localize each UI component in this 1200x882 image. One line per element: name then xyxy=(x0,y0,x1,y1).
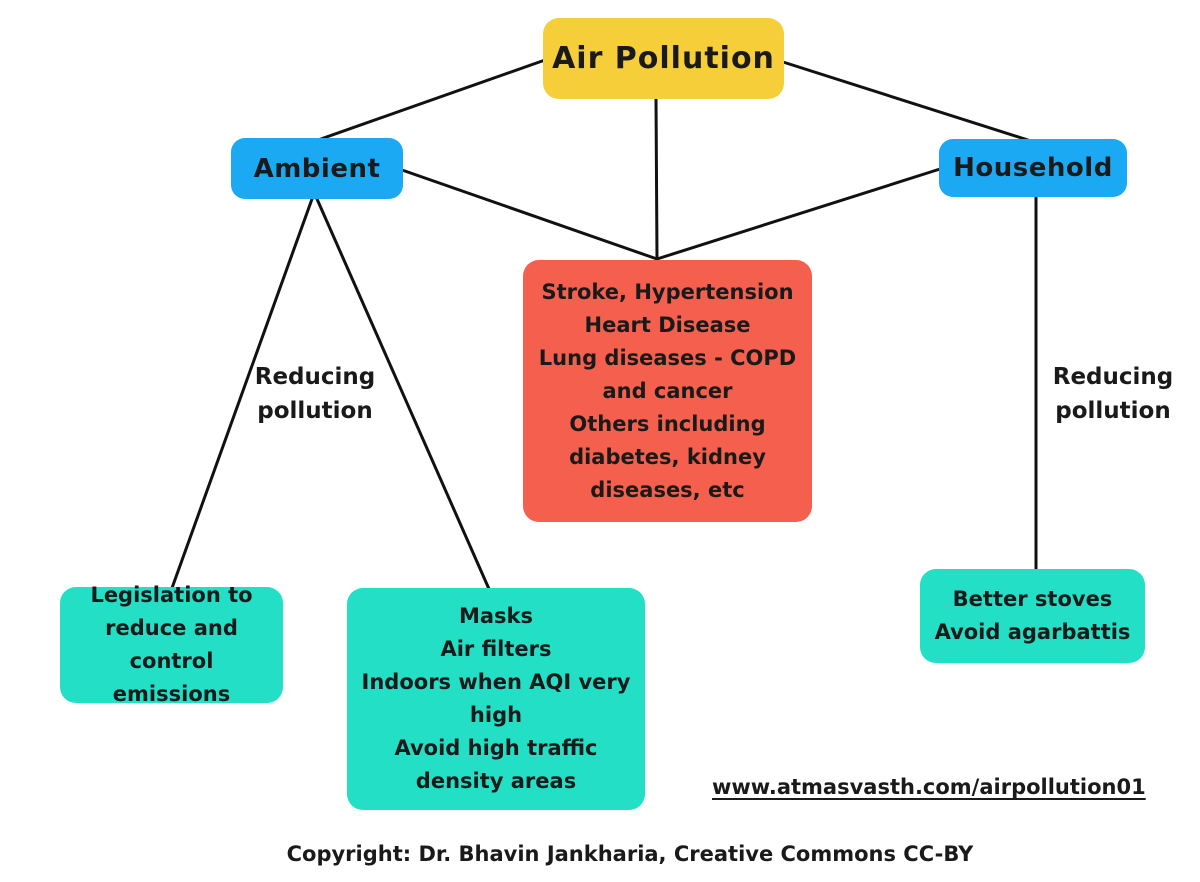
edge-label-ambient-reducing-pollution: Reducing pollution xyxy=(254,364,376,424)
edge-root-household xyxy=(781,60,1033,143)
masks-line: Air filters xyxy=(440,637,552,661)
source-url-link[interactable]: www.atmasvasth.com/airpollution01 xyxy=(712,775,1146,799)
node-legislation: Legislation to reduce and control emissi… xyxy=(60,583,283,706)
node-air-pollution-label: Air Pollution xyxy=(552,41,775,76)
stoves-line: Better stoves xyxy=(952,587,1113,611)
node-household-label: Household xyxy=(953,153,1113,183)
copyright-text: Copyright: Dr. Bhavin Jankharia, Creativ… xyxy=(286,842,974,866)
masks-line: Indoors when AQI very high xyxy=(361,670,631,727)
edge-household-effects xyxy=(655,167,942,261)
effects-line: Lung diseases - COPD xyxy=(538,345,797,370)
effects-line: Others including xyxy=(569,411,766,436)
edge-ambient-legislation xyxy=(170,197,314,590)
effects-line: and cancer xyxy=(602,378,733,403)
stoves-line: Avoid agarbattis xyxy=(934,620,1131,644)
node-legislation-label: Legislation to reduce and control emissi… xyxy=(90,583,253,706)
node-ambient: Ambient xyxy=(231,138,403,199)
node-ambient-label: Ambient xyxy=(253,153,381,184)
node-health-effects: Stroke, Hypertension Heart Disease Lung … xyxy=(523,260,812,522)
node-masks: Masks Air filters Indoors when AQI very … xyxy=(347,588,645,810)
masks-line: Avoid high traffic density areas xyxy=(394,736,598,793)
edge-ambient-masks xyxy=(315,197,491,591)
effects-line: diabetes, kidney xyxy=(569,444,766,469)
effects-line: diseases, etc xyxy=(590,477,745,502)
edge-ambient-effects xyxy=(400,168,659,261)
effects-line: Stroke, Hypertension xyxy=(541,279,794,304)
node-better-stoves: Better stoves Avoid agarbattis xyxy=(920,569,1145,663)
edge-root-effects xyxy=(654,96,659,261)
node-household: Household xyxy=(939,139,1127,197)
edge-label-household-reducing-pollution: Reducing pollution xyxy=(1052,364,1174,424)
masks-line: Masks xyxy=(458,604,534,628)
node-air-pollution: Air Pollution xyxy=(543,18,784,99)
effects-line: Heart Disease xyxy=(584,312,751,337)
edge-root-ambient xyxy=(316,58,547,142)
